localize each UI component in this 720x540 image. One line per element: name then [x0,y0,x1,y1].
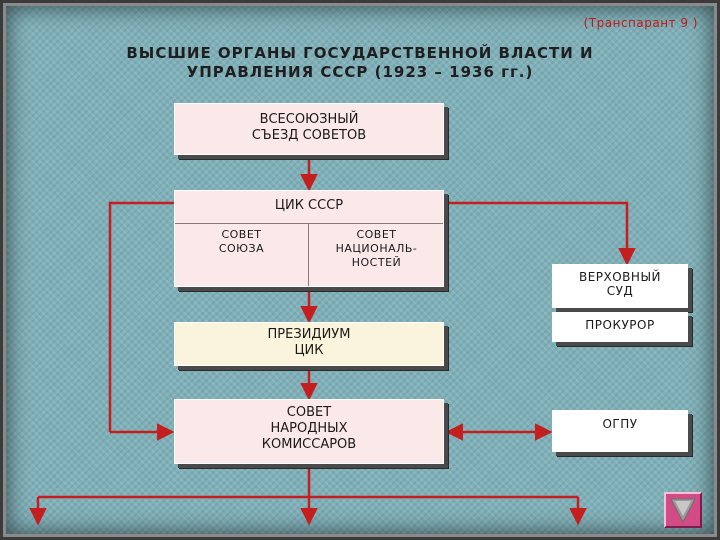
diagram-title: ВЫСШИЕ ОРГАНЫ ГОСУДАРСТВЕННОЙ ВЛАСТИ И У… [60,44,660,82]
title-line-2: УПРАВЛЕНИЯ СССР (1923 – 1936 гг.) [186,63,534,81]
node-supreme-court-line-1: ВЕРХОВНЫЙ [578,270,662,284]
node-supreme-court-line-2: СУД [606,284,634,298]
node-presidium-cik: ПРЕЗИДИУМ ЦИК [174,322,444,366]
node-ogpu-label: ОГПУ [602,417,638,431]
node-council-of-nationalities-line-3: НОСТЕЙ [351,256,402,269]
node-cik-label: ЦИК СССР [175,191,443,224]
node-sovnarkom-line-2: НАРОДНЫХ [270,421,348,436]
node-sovnarkom-line-3: КОМИССАРОВ [261,437,357,452]
node-council-of-union-line-1: СОВЕТ [221,228,262,241]
node-council-of-nationalities-line-2: НАЦИОНАЛЬ- [335,242,418,255]
node-all-union-congress-line-2: СЪЕЗД СОВЕТОВ [251,128,367,143]
node-ogpu: ОГПУ [552,410,688,452]
node-supreme-court: ВЕРХОВНЫЙ СУД [552,264,688,308]
node-council-of-union-line-2: СОЮЗА [218,242,265,255]
node-prosecutor-label: ПРОКУРОР [585,318,655,332]
transparency-label: (Транспарант 9 ) [583,16,698,30]
node-prosecutor: ПРОКУРОР [552,312,688,342]
node-sovnarkom-line-1: СОВЕТ [286,405,332,420]
arrow-cik-to-supreme-court [444,201,636,266]
node-sovnarkom: СОВЕТ НАРОДНЫХ КОМИССАРОВ [174,399,444,464]
line-cik-left-branch [108,201,174,432]
node-presidium-cik-line-1: ПРЕЗИДИУМ [267,327,351,342]
node-all-union-congress-line-1: ВСЕСОЮЗНЫЙ [259,112,359,127]
node-cik: ЦИК СССР СОВЕТ СОЮЗА СОВЕТ НАЦИОНАЛЬ- НО… [174,190,444,287]
node-council-of-nationalities-line-1: СОВЕТ [356,228,397,241]
node-council-of-union: СОВЕТ СОЮЗА [175,224,309,286]
title-line-1: ВЫСШИЕ ОРГАНЫ ГОСУДАРСТВЕННОЙ ВЛАСТИ И [126,44,594,62]
node-council-of-nationalities: СОВЕТ НАЦИОНАЛЬ- НОСТЕЙ [310,224,443,286]
node-presidium-cik-line-2: ЦИК [294,343,324,358]
next-slide-button[interactable] [664,492,702,528]
triangle-down-icon [670,498,696,524]
node-all-union-congress: ВСЕСОЮЗНЫЙ СЪЕЗД СОВЕТОВ [174,103,444,155]
